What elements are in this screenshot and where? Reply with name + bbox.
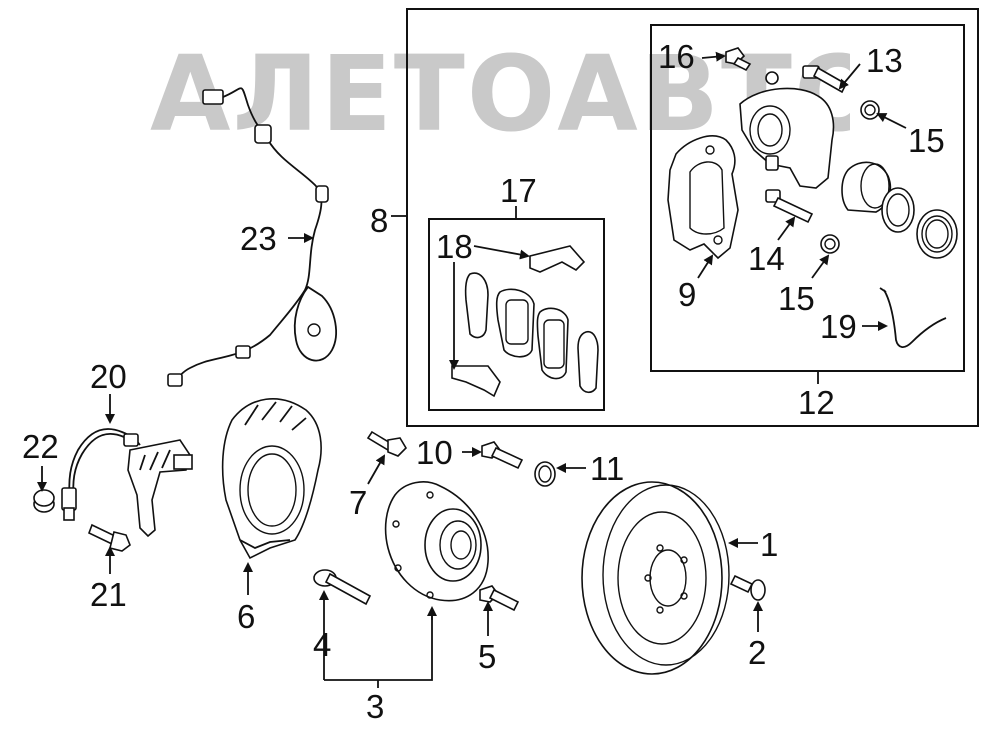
caliper-subassembly-frame xyxy=(650,24,965,372)
callout-10: 10 xyxy=(416,434,453,471)
callout-4: 4 xyxy=(313,626,332,663)
callout-3: 3 xyxy=(366,688,385,725)
caliper-assembly-frame xyxy=(406,8,979,427)
callout-1: 1 xyxy=(760,526,779,563)
callout-2: 2 xyxy=(748,634,767,671)
callout-14: 14 xyxy=(748,240,785,277)
callout-16: 16 xyxy=(658,38,695,75)
bolt-10 xyxy=(481,441,524,470)
piston-seal xyxy=(881,187,915,233)
callout-18: 18 xyxy=(436,228,473,265)
washer-22 xyxy=(33,489,55,513)
callout-8: 8 xyxy=(370,202,389,239)
callout-15b: 15 xyxy=(778,280,815,317)
bracket-bolt-21 xyxy=(87,523,131,552)
abs-sensor-wire xyxy=(167,87,337,387)
brake-hose xyxy=(61,428,193,538)
guide-bolt-13 xyxy=(802,65,848,94)
guide-pin-14 xyxy=(765,189,814,224)
rotor-screw-2 xyxy=(729,574,766,601)
dust-boot xyxy=(916,209,958,259)
callout-15a: 15 xyxy=(908,122,945,159)
bolt-7 xyxy=(366,430,408,457)
caliper-bracket-9 xyxy=(667,135,739,260)
leader-lines xyxy=(37,51,907,688)
bushing-15a xyxy=(860,100,880,120)
brake-pads xyxy=(451,245,599,398)
callout-22: 22 xyxy=(22,428,59,465)
dust-shield xyxy=(221,398,322,560)
clip-11 xyxy=(534,461,556,487)
hub-assembly xyxy=(384,481,489,602)
wear-sensor-19 xyxy=(879,287,947,348)
callout-5: 5 xyxy=(478,638,497,675)
callout-12: 12 xyxy=(798,384,835,421)
callout-19: 19 xyxy=(820,308,857,345)
callout-9: 9 xyxy=(678,276,697,313)
bolt-5 xyxy=(479,585,520,612)
bushing-15b xyxy=(820,234,840,254)
brake-rotor xyxy=(581,481,730,675)
callout-17: 17 xyxy=(500,172,537,209)
callout-21: 21 xyxy=(90,576,127,613)
callout-13: 13 xyxy=(866,42,903,79)
callout-7: 7 xyxy=(349,484,368,521)
bleeder-16 xyxy=(725,47,752,72)
caliper-body xyxy=(739,71,835,189)
callout-6: 6 xyxy=(237,598,256,635)
callout-20: 20 xyxy=(90,358,127,395)
callout-23: 23 xyxy=(240,220,277,257)
callout-11: 11 xyxy=(590,450,625,487)
hub-bolt-4 xyxy=(313,569,372,606)
